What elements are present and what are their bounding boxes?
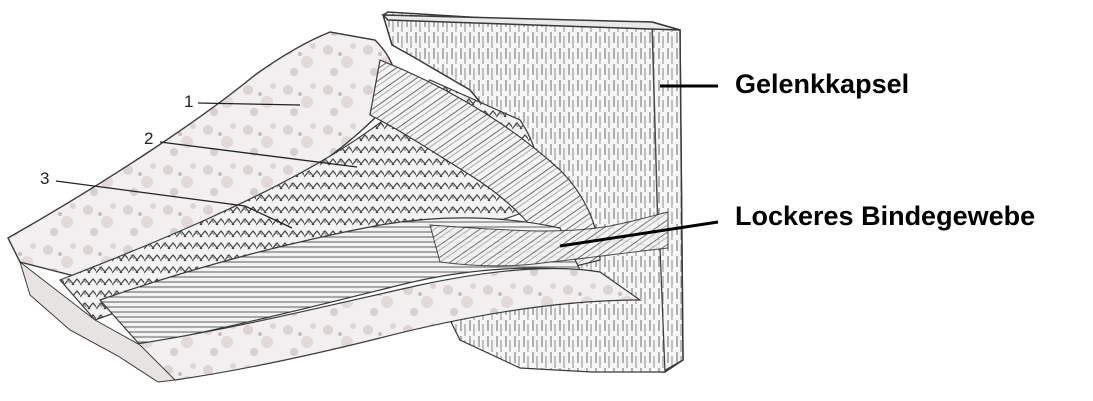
number-label-2: 2 — [144, 129, 153, 149]
number-label-1: 1 — [184, 92, 193, 112]
number-label-3: 3 — [40, 169, 49, 189]
label-lockeres-bindegewebe: Lockeres Bindegewebe — [735, 201, 1035, 232]
label-gelenkkapsel: Gelenkkapsel — [735, 69, 909, 100]
